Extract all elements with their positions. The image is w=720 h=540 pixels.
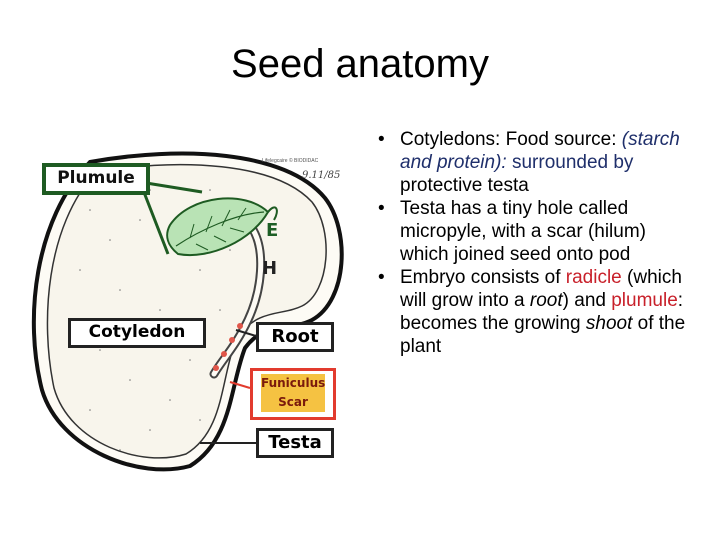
bullet-embryo: Embryo consists of radicle (which will g… (370, 266, 690, 358)
plumule-label: Plumule (42, 163, 150, 195)
radicle-dots (213, 323, 243, 371)
plumule-leaf (166, 197, 278, 257)
bullet-testa: Testa has a tiny hole called micropyle, … (370, 197, 690, 266)
seed-illustration (31, 151, 344, 472)
funiculus-scar-label: Funiculus Scar (250, 368, 336, 420)
h-label: H (262, 258, 278, 279)
slide-title: Seed anatomy (231, 42, 489, 86)
bullet-cotyledons: Cotyledons: Food source: (starch and pro… (370, 128, 690, 197)
plumule-pointer (139, 180, 203, 194)
seed-diagram: Lifelegcaire © BIODIDAC 9.11/85 Plumule … (30, 150, 360, 480)
e-label: E (266, 220, 279, 241)
funiculus-pointer (229, 381, 251, 389)
testa-label: Testa (256, 428, 334, 458)
funiculus-label-line1: Funiculus (261, 374, 325, 393)
artist-signature: 9.11/85 (302, 170, 341, 181)
funiculus-label-line2: Scar (261, 393, 325, 412)
stipple-texture (69, 189, 231, 451)
root-label: Root (256, 322, 334, 352)
cotyledon-label: Cotyledon (68, 318, 206, 348)
copyright-text: Lifelegcaire © BIODIDAC (262, 158, 319, 164)
bullet-list: Cotyledons: Food source: (starch and pro… (370, 128, 690, 358)
root-pointer (235, 329, 257, 337)
